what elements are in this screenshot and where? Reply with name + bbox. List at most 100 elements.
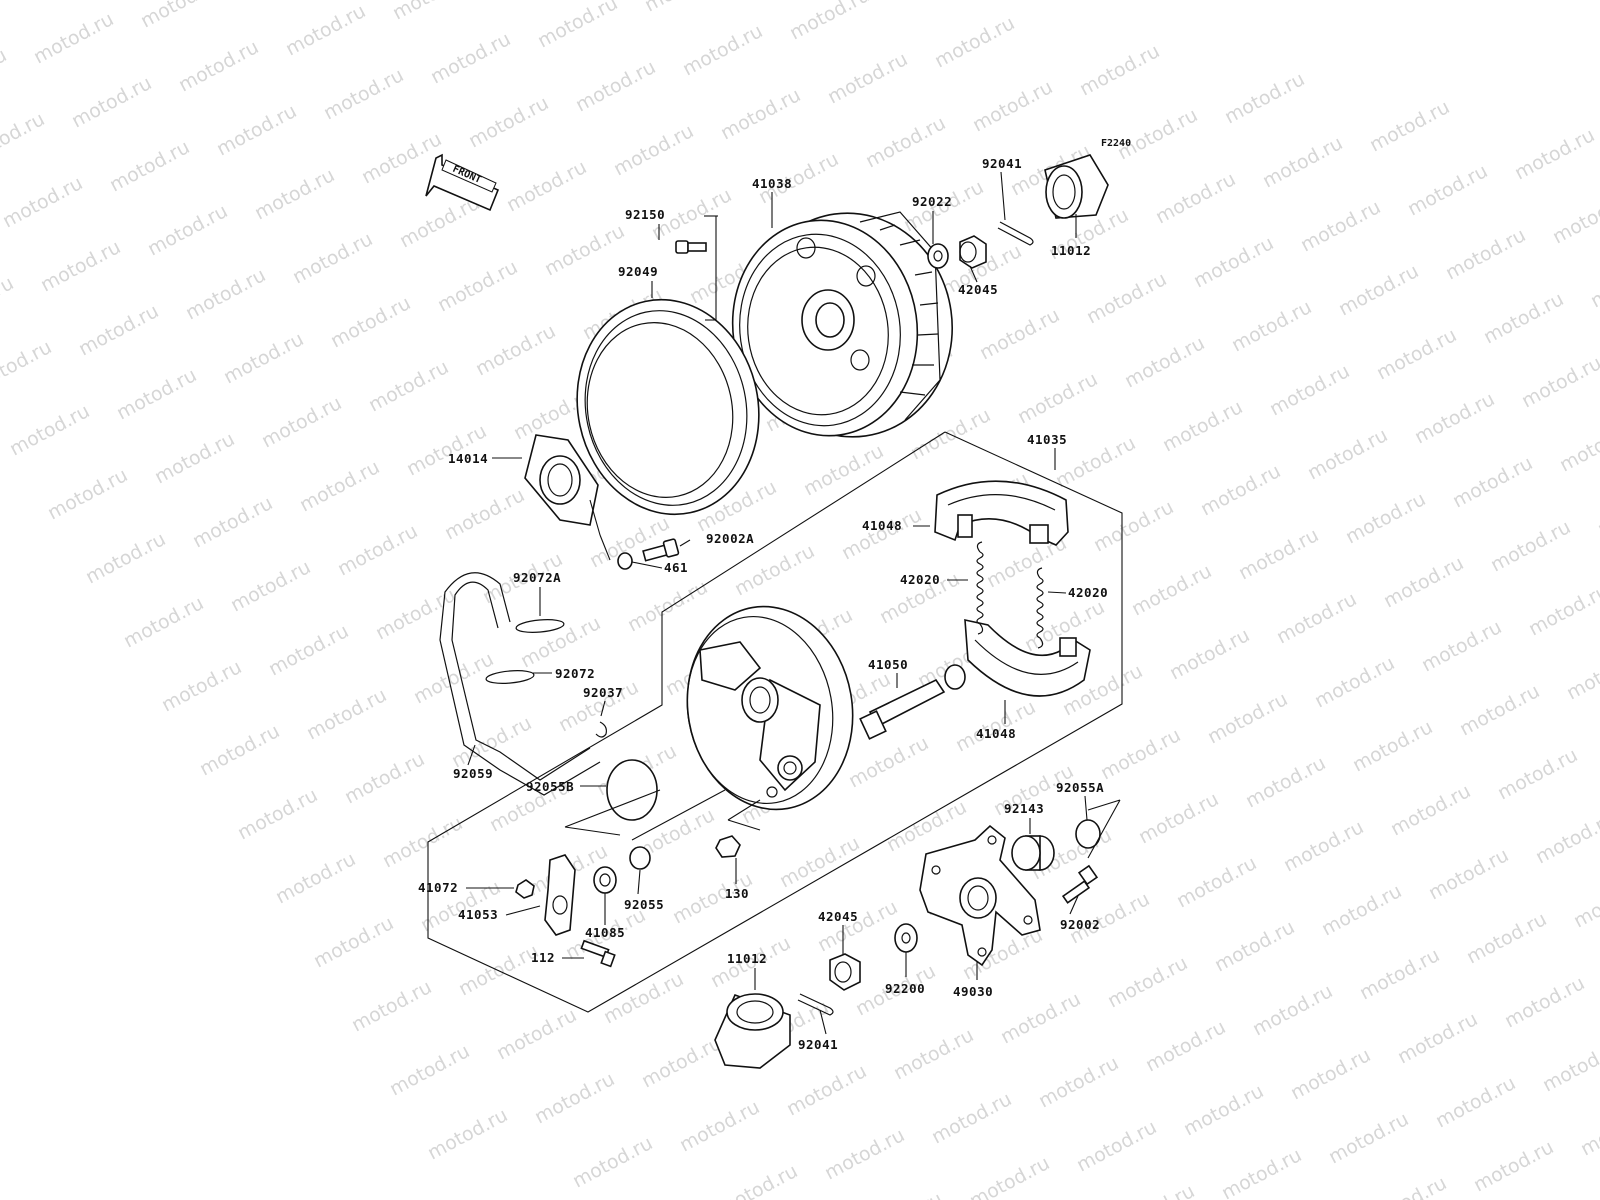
watermark-text: motod.ru bbox=[676, 1096, 763, 1156]
label-92055[interactable]: 92055 bbox=[624, 897, 664, 912]
watermark-text: motod.ru bbox=[1356, 944, 1443, 1004]
watermark-text: motod.ru bbox=[441, 484, 528, 544]
leader-line bbox=[564, 789, 726, 841]
castle-nut-bottom-drawing bbox=[829, 953, 861, 991]
watermark-text: motod.ru bbox=[137, 0, 224, 32]
watermark-text: motod.ru bbox=[1073, 1116, 1160, 1176]
nut-41072-drawing bbox=[515, 879, 535, 899]
watermark-text: motod.ru bbox=[1411, 388, 1498, 448]
watermark-text: motod.ru bbox=[365, 356, 452, 416]
label-41048-top[interactable]: 41048 bbox=[862, 518, 902, 533]
watermark-text: motod.ru bbox=[0, 172, 86, 232]
label-41085[interactable]: 41085 bbox=[585, 925, 625, 940]
label-42045-bottom[interactable]: 42045 bbox=[818, 909, 858, 924]
label-92049[interactable]: 92049 bbox=[618, 264, 658, 279]
watermark-text: motod.ru bbox=[1532, 808, 1600, 868]
spring-right-drawing bbox=[1036, 567, 1044, 649]
watermark-text: motod.ru bbox=[1432, 1072, 1519, 1132]
watermark-text: motod.ru bbox=[1242, 752, 1329, 812]
bolt-92150-drawing bbox=[675, 240, 707, 254]
watermark-text: motod.ru bbox=[1511, 124, 1598, 184]
watermark-text: motod.ru bbox=[931, 12, 1018, 72]
leader-line bbox=[589, 499, 611, 561]
label-49030[interactable]: 49030 bbox=[953, 984, 993, 999]
watermark-text: motod.ru bbox=[1173, 852, 1260, 912]
o-ring-92055B-drawing bbox=[606, 759, 658, 821]
oil-seal-drawing bbox=[576, 298, 760, 516]
bolt-92002-drawing bbox=[1061, 864, 1099, 904]
watermark-text: motod.ru bbox=[472, 320, 559, 380]
watermark-text: motod.ru bbox=[1366, 96, 1453, 156]
label-11012-top[interactable]: 11012 bbox=[1051, 243, 1091, 258]
label-42020-left[interactable]: 42020 bbox=[900, 572, 940, 587]
watermark-text: motod.ru bbox=[1204, 688, 1291, 748]
label-41072[interactable]: 41072 bbox=[418, 880, 458, 895]
label-11012-bottom[interactable]: 11012 bbox=[727, 951, 767, 966]
watermark-text: motod.ru bbox=[1363, 1172, 1450, 1200]
leader-line bbox=[727, 799, 761, 831]
front-arrow-icon: FRONT bbox=[425, 153, 500, 212]
leader-line bbox=[1087, 799, 1121, 859]
label-461[interactable]: 461 bbox=[664, 560, 688, 575]
watermark-text: motod.ru bbox=[296, 456, 383, 516]
leader-line bbox=[505, 905, 541, 916]
watermark-text: motod.ru bbox=[1166, 624, 1253, 684]
watermark-text: motod.ru bbox=[465, 92, 552, 152]
watermark-text: motod.ru bbox=[120, 592, 207, 652]
watermark-text: motod.ru bbox=[427, 28, 514, 88]
watermark-text: motod.ru bbox=[0, 336, 55, 396]
leader-line bbox=[679, 539, 691, 547]
label-92072A[interactable]: 92072A bbox=[513, 570, 561, 585]
watermark-text: motod.ru bbox=[82, 528, 169, 588]
watermark-text: motod.ru bbox=[379, 812, 466, 872]
label-41035[interactable]: 41035 bbox=[1027, 432, 1067, 447]
leader-line bbox=[600, 700, 606, 717]
watermark-text: motod.ru bbox=[1221, 68, 1308, 128]
watermark-text: motod.ru bbox=[196, 720, 283, 780]
label-92150[interactable]: 92150 bbox=[625, 207, 665, 222]
label-42045-top[interactable]: 42045 bbox=[958, 282, 998, 297]
watermark-text: motod.ru bbox=[890, 1024, 977, 1084]
label-42020-right[interactable]: 42020 bbox=[1068, 585, 1108, 600]
watermark-text: motod.ru bbox=[227, 556, 314, 616]
watermark-text: motod.ru bbox=[1035, 1052, 1122, 1112]
label-92055A[interactable]: 92055A bbox=[1056, 780, 1104, 795]
label-92055B[interactable]: 92055B bbox=[526, 779, 574, 794]
watermark-text: motod.ru bbox=[1456, 680, 1543, 740]
watermark-text: motod.ru bbox=[600, 968, 687, 1028]
label-112[interactable]: 112 bbox=[531, 950, 555, 965]
watermark-text: motod.ru bbox=[786, 0, 873, 44]
label-92002A[interactable]: 92002A bbox=[706, 531, 754, 546]
label-92041-top[interactable]: 92041 bbox=[982, 156, 1022, 171]
label-92072[interactable]: 92072 bbox=[555, 666, 595, 681]
label-92041-bottom[interactable]: 92041 bbox=[798, 1037, 838, 1052]
watermark-text: motod.ru bbox=[334, 520, 421, 580]
label-92059[interactable]: 92059 bbox=[453, 766, 493, 781]
label-41038[interactable]: 41038 bbox=[752, 176, 792, 191]
watermark-text: motod.ru bbox=[265, 620, 352, 680]
label-41050[interactable]: 41050 bbox=[868, 657, 908, 672]
label-92200[interactable]: 92200 bbox=[885, 981, 925, 996]
leader-line bbox=[1047, 591, 1067, 594]
watermark-text: motod.ru bbox=[1266, 360, 1353, 420]
label-92037[interactable]: 92037 bbox=[583, 685, 623, 700]
watermark-text: motod.ru bbox=[969, 76, 1056, 136]
cover-drawing bbox=[524, 434, 599, 526]
watermark-text: motod.ru bbox=[1570, 872, 1600, 932]
label-92022[interactable]: 92022 bbox=[912, 194, 952, 209]
watermark-text: motod.ru bbox=[327, 292, 414, 352]
label-130[interactable]: 130 bbox=[725, 886, 749, 901]
label-14014[interactable]: 14014 bbox=[448, 451, 488, 466]
watermark-text: motod.ru bbox=[30, 8, 117, 68]
watermark-text: motod.ru bbox=[845, 732, 932, 792]
watermark-text: motod.ru bbox=[1425, 844, 1512, 904]
label-92143[interactable]: 92143 bbox=[1004, 801, 1044, 816]
watermark-text: motod.ru bbox=[1418, 616, 1505, 676]
label-92002[interactable]: 92002 bbox=[1060, 917, 1100, 932]
label-41048-bottom[interactable]: 41048 bbox=[976, 726, 1016, 741]
label-41053[interactable]: 41053 bbox=[458, 907, 498, 922]
watermark-text: motod.ru bbox=[251, 164, 338, 224]
watermark-text: motod.ru bbox=[341, 748, 428, 808]
